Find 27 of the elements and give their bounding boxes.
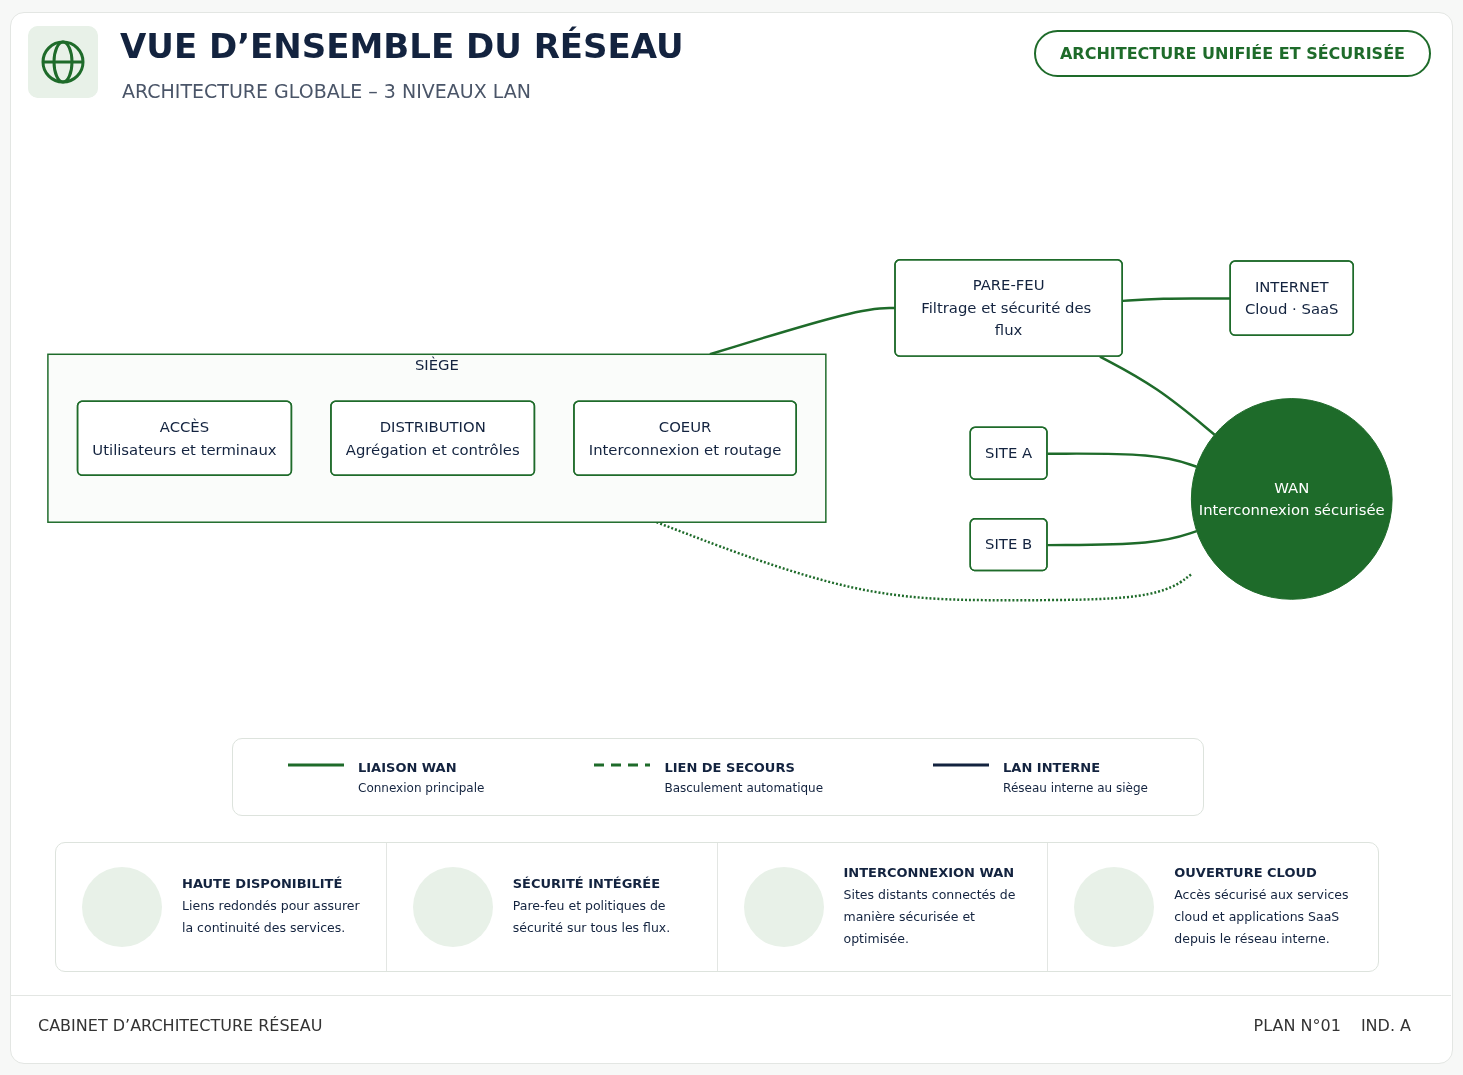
node-circle: WAN Interconnexion sécurisée — [1190, 398, 1393, 600]
feature-heading: HAUTE DISPONIBILITÉ — [182, 875, 344, 891]
subtitle: ARCHITECTURE GLOBALE – 3 NIVEAUX LAN — [122, 80, 531, 102]
feature-heading: OUVERTURE CLOUD — [1174, 864, 1318, 880]
legend-label: LIAISON WAN — [358, 759, 458, 775]
connector — [709, 306, 895, 356]
legend-description: Basculement automatique — [664, 780, 824, 795]
footer-text: CABINET D’ARCHITECTURE RÉSEAU — [38, 1016, 323, 1035]
feature-description: Sites distants connectés de manière sécurisée et optimisée. — [843, 885, 1017, 948]
feature-description: Liens redondés pour assurer la continuité des services. — [182, 896, 360, 937]
legend-description: Connexion principale — [358, 780, 485, 795]
connector — [656, 521, 1193, 602]
footer-text: IND. A — [1360, 1016, 1411, 1035]
legend-label: LAN INTERNE — [1003, 759, 1102, 775]
legend-description: Réseau interne au siège — [1003, 780, 1148, 795]
legend-label: LIEN DE SECOURS — [664, 759, 796, 775]
feature-heading: SÉCURITÉ INTÉGRÉE — [512, 875, 662, 891]
connector — [1047, 452, 1198, 468]
connector — [1047, 529, 1198, 547]
feature-description: Pare-feu et politiques de sécurité sur tous les flux. — [512, 896, 672, 937]
feature-heading: INTERCONNEXION WAN — [843, 864, 1016, 880]
feature-description: Accès sécurisé aux services cloud et applications SaaS depuis le réseau interne. — [1174, 885, 1350, 948]
connector — [1122, 297, 1231, 303]
title: VUE D’ENSEMBLE DU RÉSEAU — [120, 26, 684, 66]
connector — [1099, 355, 1216, 436]
footer-text: PLAN N°01 — [1253, 1016, 1341, 1035]
badge: ARCHITECTURE UNIFIÉE ET SÉCURISÉE — [1034, 30, 1431, 77]
